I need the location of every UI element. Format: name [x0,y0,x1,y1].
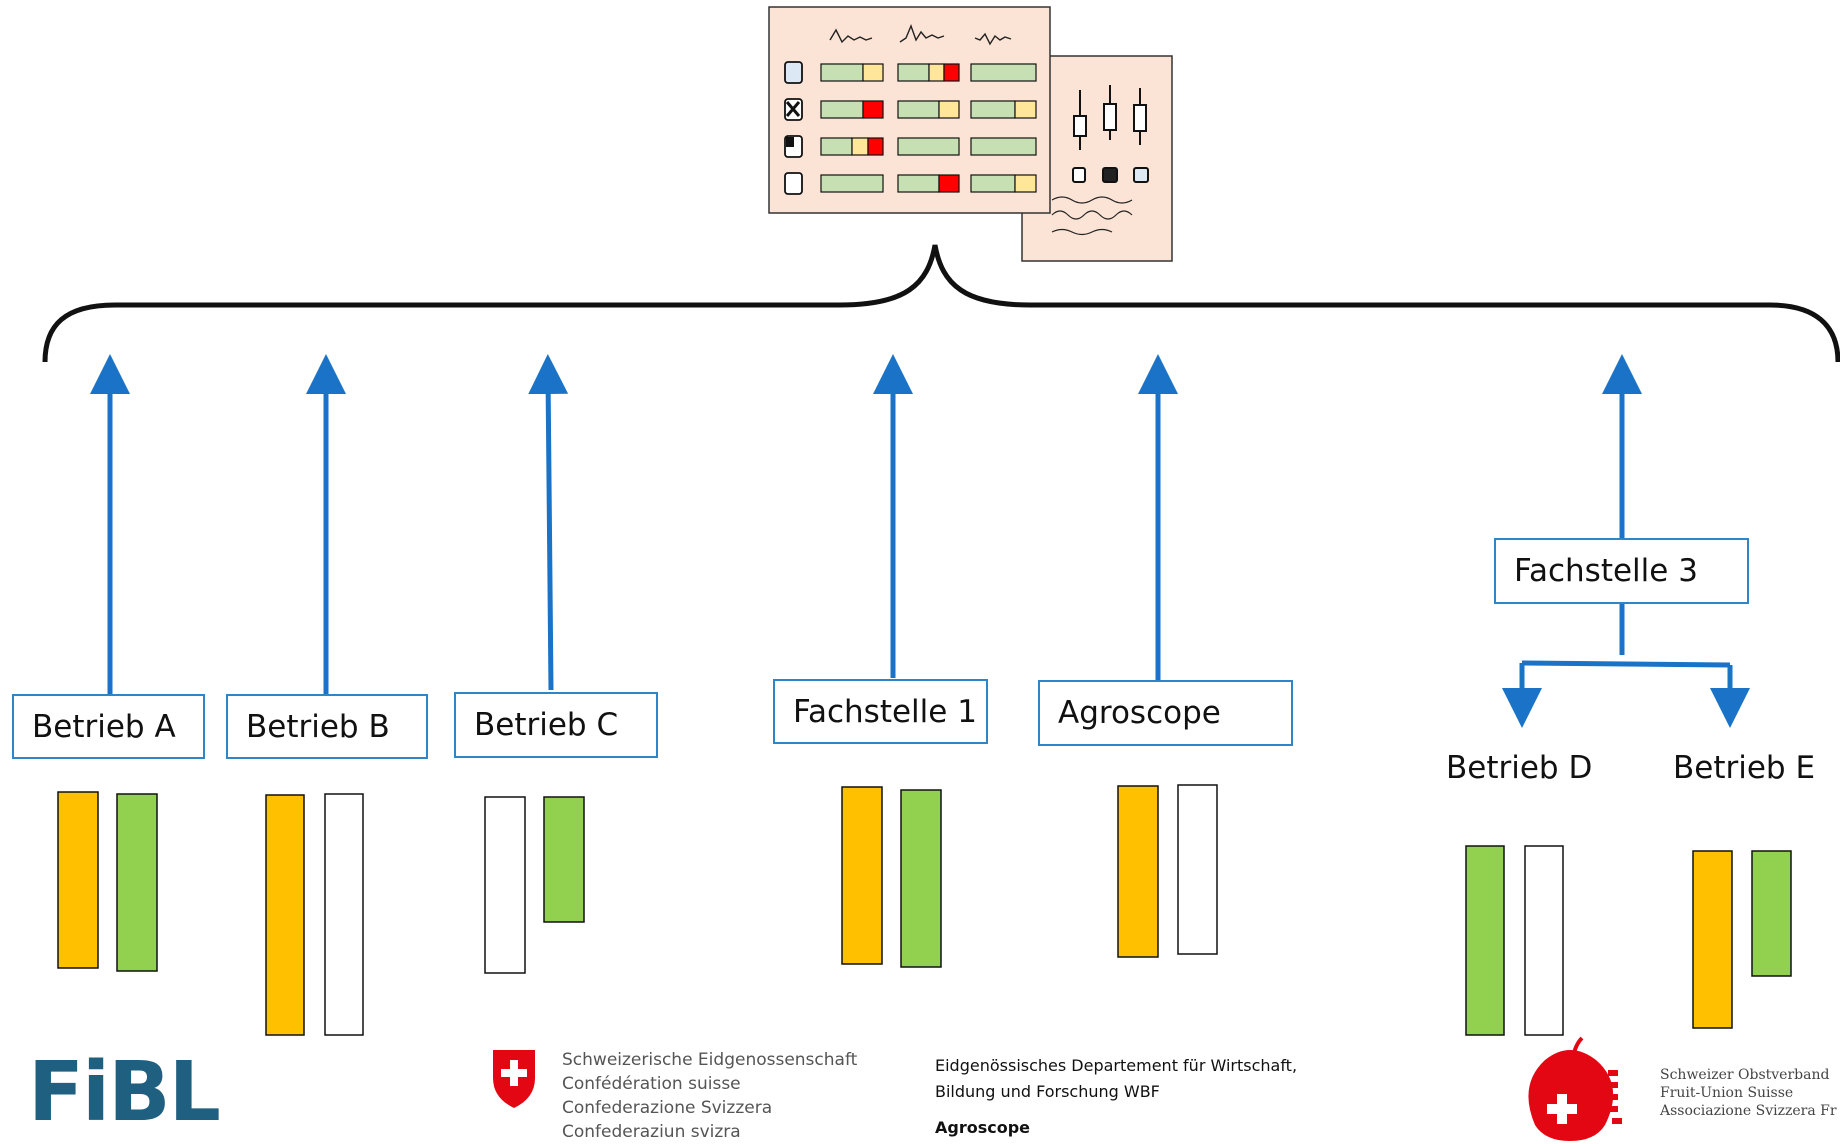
bar-betrieb-e-right [1751,850,1792,977]
bar-betrieb-e-left [1692,850,1733,1029]
status-segment [928,63,945,82]
wbf-line-2: Bildung und Forschung WBF [935,1082,1160,1101]
status-segment [851,137,869,156]
bar-betrieb-c-left [484,796,526,974]
status-segment [897,100,940,119]
status-segment [862,100,884,119]
bar-betrieb-d-right [1524,845,1564,1036]
obst-line-3: Associazione Svizzera Fr [1660,1103,1837,1119]
fibl-logo: FiBL [28,1045,221,1140]
bar-agroscope-right [1177,784,1218,955]
dice-icon [784,61,803,84]
label-betrieb-a: Betrieb A [12,694,205,759]
arrow-fachstelle-3-split [1521,604,1731,668]
swiss-line-3: Confederazione Svizzera [562,1098,773,1118]
status-segment [820,137,853,156]
status-segment [820,174,884,193]
fruit-union-apple-logo [1528,1036,1622,1141]
status-segment [970,100,1016,119]
bar-agroscope-left [1117,785,1159,958]
status-segment [820,100,864,119]
label-fachstelle-3: Fachstelle 3 [1494,538,1749,604]
label-betrieb-d: Betrieb D [1446,750,1593,786]
bar-fachstelle-1-left [841,786,883,965]
swiss-flag-icon [493,1050,535,1108]
status-segment [862,63,884,82]
bar-betrieb-a-right [116,793,158,972]
bar-betrieb-c-right [543,796,585,923]
wbf-line-3: Agroscope [935,1118,1031,1137]
status-segment [938,100,960,119]
swiss-line-1: Schweizerische Eidgenossenschaft [562,1050,858,1070]
status-segment [943,63,960,82]
label-betrieb-c: Betrieb C [454,692,658,758]
dashboard-document-icon [768,6,1051,214]
obst-line-1: Schweizer Obstverband [1660,1067,1830,1083]
bar-betrieb-b-left [265,794,305,1036]
bar-betrieb-d-left [1465,845,1505,1036]
wbf-department-text: Eidgenössisches Departement für Wirtscha… [935,1053,1297,1141]
status-segment [970,63,1037,82]
swiss-line-4: Confederaziun svizra [562,1122,741,1142]
smiley-icon [784,172,803,195]
status-segment [820,63,864,82]
status-segment [938,174,960,193]
swiss-line-2: Confédération suisse [562,1074,741,1094]
obst-line-2: Fruit-Union Suisse [1660,1085,1794,1101]
label-betrieb-b: Betrieb B [226,694,428,759]
status-segment [1014,174,1037,193]
status-segment [897,137,960,156]
status-segment [970,137,1037,156]
obstverband-text: Schweizer Obstverband Fruit-Union Suisse… [1660,1066,1837,1120]
status-segment [867,137,884,156]
bar-betrieb-a-left [57,791,99,969]
label-betrieb-e: Betrieb E [1673,750,1816,786]
bar-betrieb-b-right [324,793,364,1036]
status-segment [970,174,1016,193]
label-fachstelle-1: Fachstelle 1 [773,679,988,744]
status-segment [1014,100,1037,119]
status-segment [897,174,940,193]
status-segment [897,63,930,82]
swiss-confederation-text: Schweizerische Eidgenossenschaft Confédé… [562,1048,857,1144]
wbf-line-1: Eidgenössisches Departement für Wirtscha… [935,1056,1298,1075]
grouping-brace [42,244,1840,363]
label-agroscope: Agroscope [1038,680,1293,746]
bar-fachstelle-1-right [900,789,942,968]
arrow-betrieb-c [528,354,569,691]
